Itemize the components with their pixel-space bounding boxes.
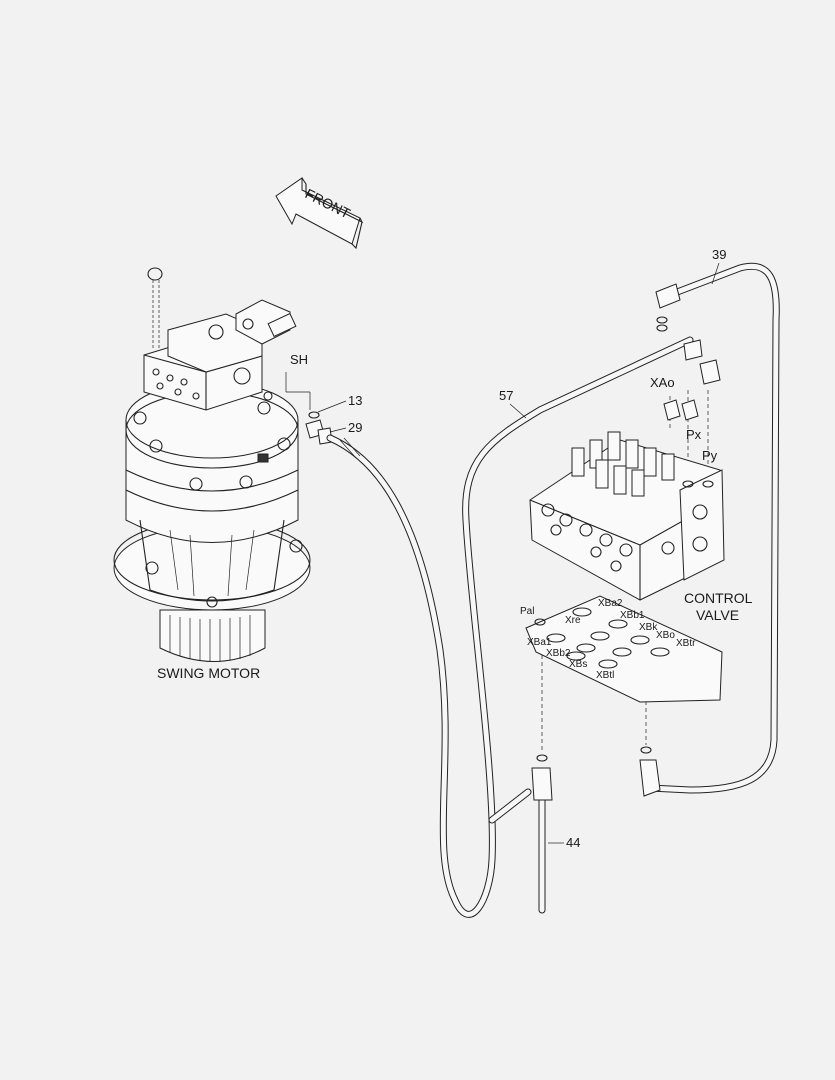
- port-label-xbb1: XBb1: [620, 610, 645, 621]
- port-label-pal: Pal: [520, 606, 534, 617]
- port-label-xba2: XBa2: [598, 598, 623, 609]
- front-arrow: FRONT: [275, 177, 364, 250]
- port-label-xao: XAo: [650, 375, 675, 390]
- port-label-xbo: XBo: [656, 630, 675, 641]
- callout-44: 44: [566, 835, 580, 850]
- port-label-px: Px: [686, 427, 702, 442]
- hose-44: [488, 746, 661, 914]
- hose-39: [646, 262, 780, 794]
- callout-39: 39: [712, 247, 726, 262]
- port-label-xre: Xre: [565, 615, 581, 626]
- port-label-xbtl: XBtl: [596, 670, 614, 681]
- port-label-py: Py: [702, 448, 718, 463]
- swing-motor-label: SWING MOTOR: [157, 665, 260, 681]
- callout-13: 13: [348, 393, 362, 408]
- port-label-xbtr: XBtr: [676, 638, 696, 649]
- port-label-xbs: XBs: [569, 659, 587, 670]
- port-label-xbb2: XBb2: [546, 648, 571, 659]
- port-plate: [525, 595, 723, 703]
- control-valve-label-line2: VALVE: [696, 607, 739, 623]
- callout-57: 57: [499, 388, 513, 403]
- swing-motor: [113, 267, 311, 662]
- hose-57: [326, 336, 694, 918]
- control-valve-label-line1: CONTROL: [684, 590, 753, 606]
- control-valve: [529, 339, 725, 601]
- callout-29: 29: [348, 420, 362, 435]
- port-label-xbk: XBk: [639, 622, 658, 633]
- port-label-xba1: XBa1: [527, 637, 552, 648]
- callout-sh: SH: [290, 352, 308, 367]
